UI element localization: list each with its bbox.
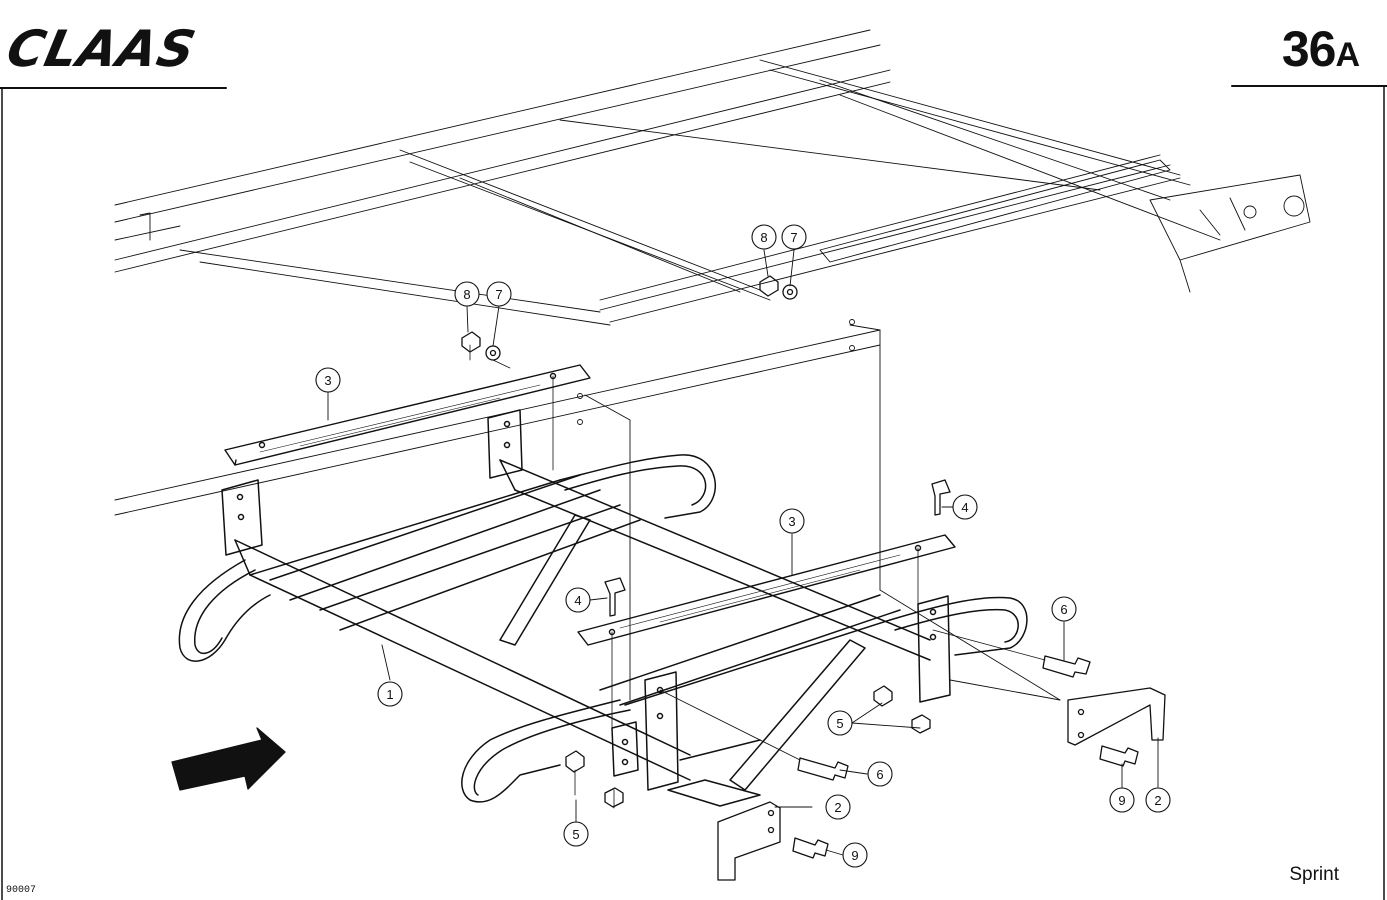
callout-label-3b: 3 xyxy=(788,514,795,529)
callout-labels: 1 2 2 3 3 4 4 5 5 6 6 7 7 8 8 9 9 xyxy=(324,230,1161,863)
callout-label-7a: 7 xyxy=(495,287,502,302)
callout-label-5b: 5 xyxy=(572,827,579,842)
callout-circle-4a xyxy=(565,587,591,613)
callout-label-4b: 4 xyxy=(961,500,968,515)
page-border xyxy=(0,85,1387,900)
callout-label-6b: 6 xyxy=(1060,602,1067,617)
callout-markers xyxy=(315,224,1171,868)
page-number-main: 36 xyxy=(1281,21,1337,77)
callout-label-8b: 8 xyxy=(760,230,767,245)
callout-label-9a: 9 xyxy=(851,848,858,863)
page-number: 36A xyxy=(1281,21,1360,77)
direction-arrow xyxy=(171,727,286,791)
drawing-reference: 90007 xyxy=(6,885,37,896)
callout-circle-7b xyxy=(781,224,807,250)
callout-circle-3a xyxy=(315,367,341,393)
callout-circle-8a xyxy=(454,281,480,307)
callout-circle-9a xyxy=(842,842,868,868)
wooden-slats xyxy=(224,364,956,646)
carrier-frame xyxy=(178,409,1028,807)
callout-label-1: 1 xyxy=(386,687,393,702)
callout-circle-6a xyxy=(867,761,893,787)
callout-circle-9b xyxy=(1109,787,1135,813)
callout-circle-6b xyxy=(1051,596,1077,622)
callout-circle-2b xyxy=(1145,787,1171,813)
callout-label-8a: 8 xyxy=(463,287,470,302)
callout-label-2b: 2 xyxy=(1154,793,1161,808)
callout-circle-8b xyxy=(751,224,777,250)
callout-circle-3b xyxy=(779,508,805,534)
callout-label-9b: 9 xyxy=(1118,793,1125,808)
vehicle-chassis-outline xyxy=(114,29,1311,701)
callout-circle-2a xyxy=(825,794,851,820)
callout-label-2a: 2 xyxy=(834,800,841,815)
callout-leaders xyxy=(327,249,1159,856)
page-number-suffix: A xyxy=(1335,36,1360,74)
callout-circle-4b xyxy=(952,494,978,520)
callout-label-5a: 5 xyxy=(836,716,843,731)
callout-label-7b: 7 xyxy=(790,230,797,245)
callout-circle-7a xyxy=(486,281,512,307)
callout-label-6a: 6 xyxy=(876,767,883,782)
callout-circle-5b xyxy=(563,821,589,847)
callout-label-3a: 3 xyxy=(324,373,331,388)
callout-circle-5a xyxy=(827,710,853,736)
fastener-hardware xyxy=(461,275,1166,881)
callout-circle-1 xyxy=(377,681,403,707)
model-name: Sprint xyxy=(1289,864,1339,885)
callout-label-4a: 4 xyxy=(574,593,581,608)
